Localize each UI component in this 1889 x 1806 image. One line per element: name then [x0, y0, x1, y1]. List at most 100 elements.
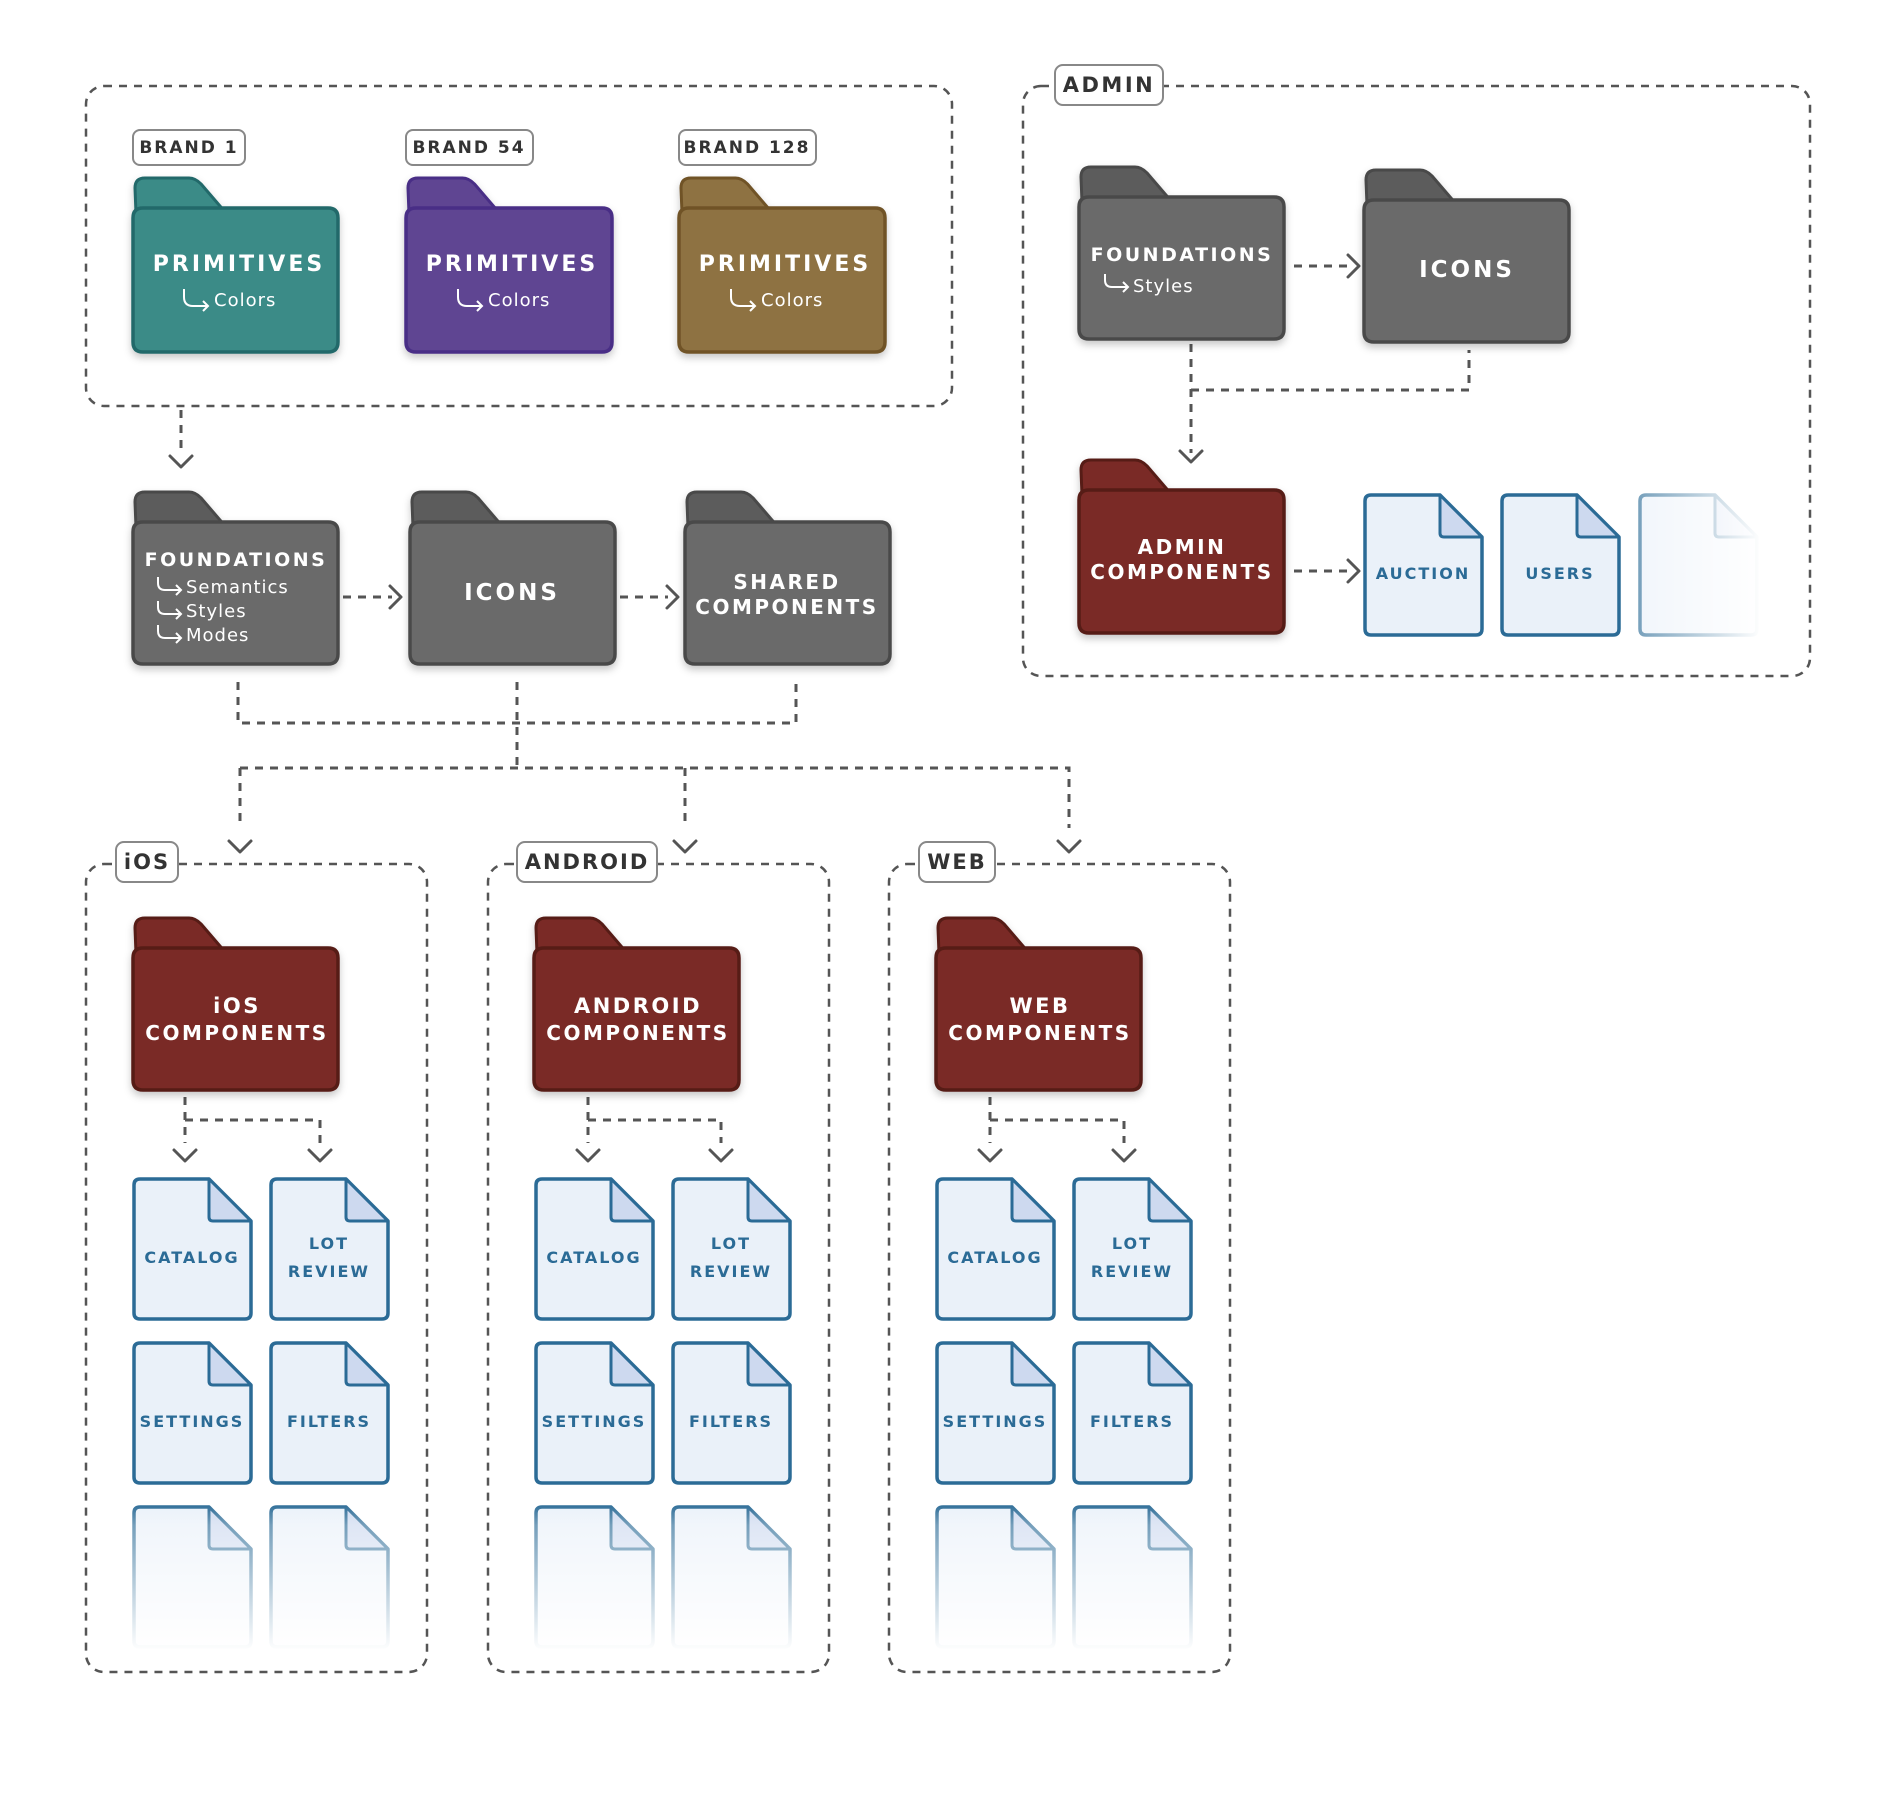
folder-title-line-2: COMPONENTS — [546, 1021, 729, 1045]
core-shared-components: SHARED COMPONENTS — [683, 490, 892, 666]
arrowhead-down — [1178, 449, 1204, 464]
arrowhead-down — [1056, 839, 1082, 854]
doc-file-faded — [1636, 491, 1761, 639]
arrowhead-down — [575, 1148, 601, 1163]
folder-title-line-1: WEB — [1009, 994, 1070, 1018]
foundations-item-styles: Styles — [1133, 276, 1194, 297]
folder-title: ICONS — [1419, 257, 1515, 283]
badge-brand-54: BRAND 54 — [405, 129, 534, 166]
doc-file-lot-review — [269, 1177, 390, 1321]
folder-front — [404, 206, 614, 354]
doc-fold — [1147, 1341, 1193, 1387]
doc-file-lot-review — [1072, 1177, 1193, 1321]
folder-web-components — [934, 916, 1143, 1092]
doc-label: FILTERS — [689, 1412, 773, 1431]
platform-label: WEB — [927, 850, 987, 874]
folder-front — [1077, 488, 1286, 635]
doc-label: SETTINGS — [542, 1412, 647, 1431]
arrowhead-down — [977, 1148, 1003, 1163]
arrowhead-down — [168, 454, 194, 469]
doc-label: SETTINGS — [943, 1412, 1048, 1431]
folder-front — [532, 946, 741, 1092]
doc-file-faded — [130, 1503, 255, 1651]
doc-label: SETTINGS — [140, 1412, 245, 1431]
badge-android: ANDROID — [516, 841, 658, 883]
folder-subtitle: Colors — [488, 290, 550, 311]
foundations-item-modes: Modes — [186, 625, 249, 646]
arrowhead-down — [172, 1148, 198, 1163]
platform-label: iOS — [124, 850, 170, 874]
folder-title: PRIMITIVES — [699, 252, 871, 277]
badge-admin: ADMIN — [1054, 64, 1164, 106]
doc-file-users — [1500, 493, 1621, 637]
doc-label: CATALOG — [947, 1248, 1042, 1267]
admin-group-box — [1021, 84, 1812, 678]
folder-front — [677, 206, 887, 354]
arrowhead-right — [388, 584, 403, 610]
folder-front — [131, 206, 340, 354]
badge-brand-128: BRAND 128 — [678, 129, 817, 166]
arrowhead-right — [1346, 253, 1361, 279]
doc-label: CATALOG — [546, 1248, 641, 1267]
arrowhead-right — [1346, 558, 1361, 584]
sub-arrow-icon — [730, 289, 757, 312]
doc-file-settings — [132, 1341, 253, 1485]
folder-admin-icons — [1362, 168, 1571, 344]
arrowhead-down — [227, 839, 253, 854]
doc-fold — [344, 1177, 390, 1223]
fade-overlay — [933, 1503, 1058, 1651]
doc-file-faded — [669, 1503, 794, 1651]
doc-file-settings — [534, 1341, 655, 1485]
arrowhead-down — [1111, 1148, 1137, 1163]
doc-file-catalog — [935, 1177, 1056, 1321]
fade-overlay — [532, 1503, 657, 1651]
folder-title-line-1: SHARED — [733, 570, 840, 594]
fade-overlay — [1636, 491, 1761, 639]
badge-brand-1: BRAND 1 — [132, 129, 246, 166]
core-icons: ICONS — [408, 490, 617, 666]
doc-file-faded — [532, 1503, 657, 1651]
brand-128: BRAND 128 PRIMITIVES Colors — [677, 129, 887, 354]
sub-arrow-icon — [1104, 274, 1130, 293]
ios-group-box — [84, 862, 429, 1674]
fade-overlay — [267, 1503, 392, 1651]
android-column: ANDROID COMPONENTS CATALOG LOT REVIEW SE… — [532, 916, 794, 1651]
doc-file-auction — [1363, 493, 1484, 637]
folder-title-line-2: COMPONENTS — [1090, 560, 1273, 584]
folder-front — [131, 520, 340, 666]
badge-ios: iOS — [115, 841, 179, 883]
brand-label: BRAND 1 — [139, 138, 238, 158]
folder-ios-components — [131, 916, 340, 1092]
foundations-item-styles: Styles — [186, 601, 247, 622]
doc-fold — [1438, 493, 1484, 539]
doc-file-filters — [671, 1341, 792, 1485]
doc-label-line-2: REVIEW — [288, 1262, 370, 1281]
arrowhead-right — [665, 584, 680, 610]
doc-label-line-2: REVIEW — [1091, 1262, 1173, 1281]
doc-file-filters — [1072, 1341, 1193, 1485]
web-column: WEB COMPONENTS CATALOG LOT REVIEW SETTIN… — [933, 916, 1195, 1651]
doc-fold — [609, 1177, 655, 1223]
foundations-item-semantics: Semantics — [186, 577, 289, 598]
folder-front — [1077, 195, 1286, 341]
brand-label: BRAND 54 — [412, 138, 525, 158]
doc-file-faded — [933, 1503, 1058, 1651]
folder-title-line-1: ANDROID — [574, 994, 702, 1018]
dashed-connector — [236, 682, 798, 725]
platform-label: ANDROID — [525, 850, 650, 874]
doc-label: FILTERS — [287, 1412, 371, 1431]
fade-overlay — [1070, 1503, 1195, 1651]
sub-arrow-icon — [157, 601, 183, 620]
folder-title-line-1: iOS — [213, 994, 261, 1018]
arrowhead-down — [672, 839, 698, 854]
folder-admin-foundations — [1077, 165, 1286, 341]
doc-label: USERS — [1525, 564, 1594, 583]
folder-title: FOUNDATIONS — [1091, 244, 1274, 266]
web-group-box — [887, 862, 1232, 1674]
brand-1: BRAND 1 PRIMITIVES Colors — [131, 129, 340, 354]
doc-file-settings — [935, 1341, 1056, 1485]
doc-file-catalog — [534, 1177, 655, 1321]
admin-label: ADMIN — [1063, 73, 1155, 97]
folder-title: FOUNDATIONS — [145, 549, 328, 571]
doc-fold — [746, 1177, 792, 1223]
